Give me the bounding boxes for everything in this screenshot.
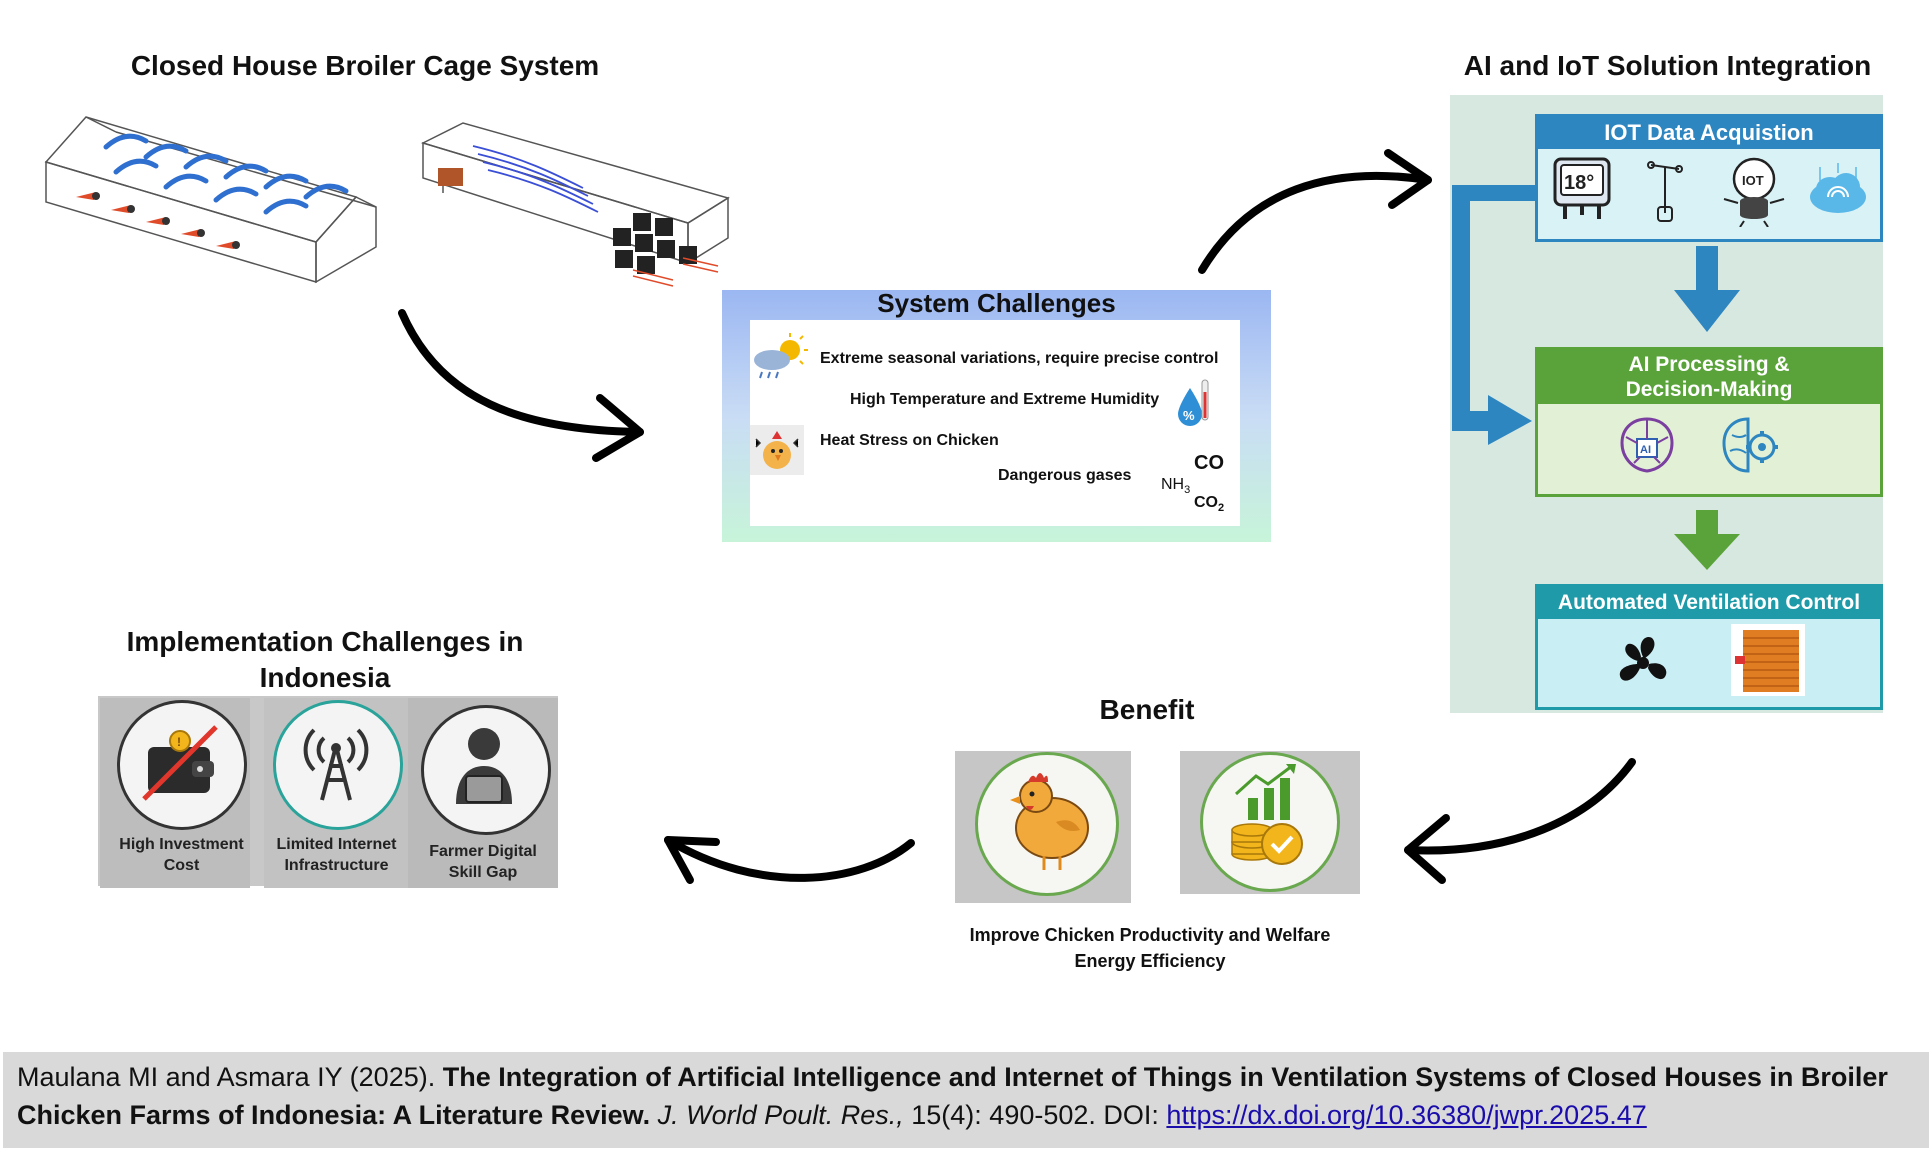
weather-icon [754,333,808,379]
benefit-energy-circle [1200,752,1340,892]
arrow-ai-to-benefit [1404,758,1636,855]
impl-investment-label: High Investment Cost [100,834,263,876]
benefit-energy-text: Energy Efficiency [1074,951,1226,971]
ai-processing-title: AI Processing & Decision-Making [1538,350,1880,404]
automated-ventilation-title: Automated Ventilation Control [1538,587,1880,619]
ai-brain-chip-icon: AI [1620,417,1674,473]
heat-stress-chicken-icon [750,425,804,475]
impl-investment-line2: Cost [163,857,200,874]
humidity-thermometer-icon: % [1178,379,1209,426]
citation-volume: 15(4): 490-502. DOI: [911,1100,1159,1130]
citation-title: The Integration of Artificial Intelligen… [17,1062,1888,1130]
impl-investment-line1: High Investment [119,836,244,853]
gas-co-label: CO [1194,452,1224,474]
iot-data-acquisition-title: IOT Data Acquistion [1538,117,1880,149]
impl-skill-line1: Farmer Digital [429,843,537,860]
system-challenges-content [750,320,1240,526]
gas-co2-subscript: 2 [1218,502,1225,515]
benefit-productivity-text: Improve Chicken Productivity and Welfare [969,925,1331,945]
challenge-dangerous-gases: Dangerous gases [998,467,1132,484]
wallet-crossed-icon: ! [142,725,218,801]
impl-skill-label: Farmer Digital Skill Gap [408,841,558,883]
svg-text:%: % [1183,408,1195,423]
svg-text:!: ! [177,735,181,749]
challenge-seasonal-variation: Extreme seasonal variations, require pre… [820,350,1219,367]
closed-house-title: Closed House Broiler Cage System [130,50,600,81]
chicken-icon [1010,773,1089,870]
gas-co2-text: CO [1194,494,1218,511]
gas-co2-label: CO2 [1194,494,1224,514]
challenge-heat-stress: Heat Stress on Chicken [820,432,999,449]
benefit-title: Benefit [1099,694,1195,725]
anemometer-sensor-icon [1647,161,1683,222]
coins-growth-icon [1231,764,1303,865]
brain-gear-icon [1722,417,1778,473]
gas-nh3-subscript: 3 [1184,484,1191,497]
arrow-house-to-challenges [398,309,644,436]
arrowhead-challenges-to-ai [1384,149,1432,209]
impl-internet-line1: Limited Internet [276,836,397,853]
gas-nh3-label: NH3 [1161,476,1190,496]
system-challenges-title: System Challenges [877,288,1116,318]
citation-authors: Maulana MI and Asmara IY (2025). [17,1062,436,1092]
citation-doi-link[interactable]: https://dx.doi.org/10.36380/jwpr.2025.47 [1166,1100,1647,1130]
citation-bar [3,1052,1929,1148]
gas-nh3-text: NH [1161,476,1185,493]
impl-skill-line2: Skill Gap [448,864,518,881]
citation-journal: J. World Poult. Res., [657,1100,904,1130]
ai-iot-title: AI and IoT Solution Integration [1463,50,1872,81]
arrow-benefit-to-implementation [664,836,915,882]
arrowhead-benefit-to-implementation [664,836,720,884]
citation-text: Maulana MI and Asmara IY (2025). The Int… [17,1058,1922,1134]
broiler-house-illustration-2 [420,122,730,287]
ai-chip-label: AI [1640,444,1651,456]
iot-chip-label: IOT [1742,173,1764,188]
impl-internet-line2: Infrastructure [284,857,389,874]
ai-processing-title-line2: Decision-Making [1625,378,1793,401]
thermostat-reading: 18° [1564,172,1594,194]
cooling-pad-icon [1731,624,1805,696]
farmer-tablet-icon [456,728,512,804]
down-arrow-green [1674,510,1740,570]
challenge-temperature-humidity: High Temperature and Extreme Humidity [850,391,1160,408]
implementation-title-line2: Indonesia [259,662,391,693]
impl-internet-label: Limited Internet Infrastructure [264,834,409,876]
cloud-signal-icon [1810,163,1866,213]
arrowhead-house-to-challenges [592,394,644,462]
iot-database-icon: IOT [1723,157,1785,227]
implementation-title-line1: Implementation Challenges in [126,626,524,657]
arrowhead-ai-to-benefit [1404,814,1450,884]
implementation-title: Implementation Challenges in Indonesia [90,624,560,696]
antenna-tower-icon [303,728,369,801]
down-arrow-blue [1674,246,1740,332]
ai-processing-title-line1: AI Processing & [1628,353,1790,376]
arrow-challenges-to-ai [1198,171,1432,274]
fan-icon [1619,636,1667,681]
thermostat-icon: 18° [1553,157,1611,219]
broiler-house-illustration-1 [44,116,377,284]
feedback-bracket-arrow [1452,185,1536,445]
